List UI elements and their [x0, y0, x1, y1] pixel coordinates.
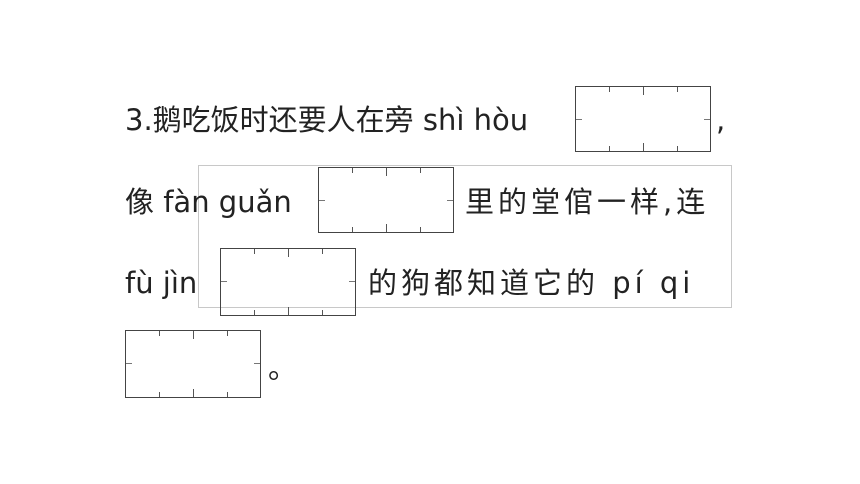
answer-box-pi-qi[interactable] — [125, 330, 261, 398]
selection-frame — [198, 165, 732, 308]
line-4-suffix: 。 — [268, 351, 298, 385]
question-line-3: fù jìn — [125, 263, 197, 303]
answer-box-fan-guan[interactable] — [318, 167, 454, 233]
line-3-suffix: 的狗都知道它的 pí qi — [368, 266, 695, 300]
question-line-2: 像 fàn guǎn — [125, 182, 292, 222]
answer-box-fu-jin[interactable] — [220, 248, 356, 316]
line-2-text: 像 fàn guǎn — [125, 185, 292, 219]
question-line-1: 3.鹅吃饭时还要人在旁 shì hòu — [125, 100, 528, 140]
answer-box-shi-hou[interactable] — [575, 86, 711, 152]
line-2-suffix: 里的堂倌一样,连 — [465, 185, 710, 219]
line-3-text: fù jìn — [125, 266, 198, 300]
line-1-suffix: , — [716, 103, 726, 137]
line-1-text: 3.鹅吃饭时还要人在旁 shì hòu — [125, 103, 529, 137]
